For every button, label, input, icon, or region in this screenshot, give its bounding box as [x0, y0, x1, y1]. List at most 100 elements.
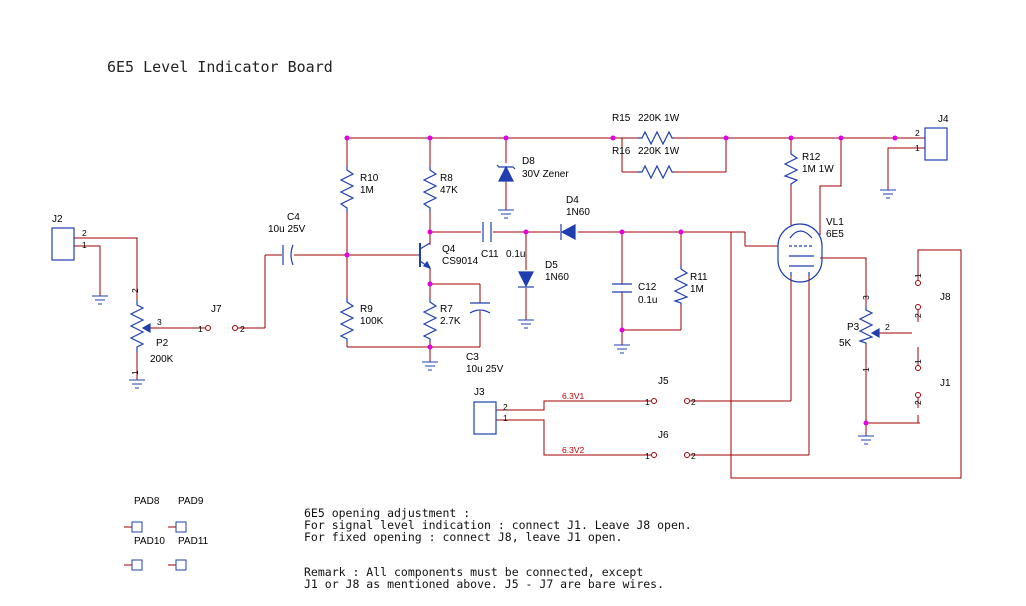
j8-ref: J8	[940, 292, 951, 303]
resistor-r9-body	[339, 298, 355, 342]
jumper-j7-pin1[interactable]	[205, 325, 211, 331]
zener-diode-d8-body	[496, 164, 516, 182]
jumper-j6-pin1[interactable]	[651, 452, 657, 458]
net-label-6v3-1: 6.3V1	[562, 391, 584, 401]
junction	[723, 135, 729, 141]
jumper-j8-pin2[interactable]	[915, 304, 921, 310]
c11-value: 0.1u	[506, 249, 525, 260]
r16-ref: R16	[612, 146, 631, 157]
jumper-j1-pin2[interactable]	[915, 392, 921, 398]
junction	[427, 135, 433, 141]
c3-ref: C3	[466, 352, 479, 363]
p3-pin2: 2	[885, 322, 890, 332]
jumper-j1-pin1[interactable]	[915, 365, 921, 371]
jumper-j7-pin2[interactable]	[232, 325, 238, 331]
net-label-6v3-2: 6.3V2	[562, 445, 584, 455]
pad8-label: PAD8	[134, 496, 160, 507]
jumper-j5-pin2[interactable]	[684, 398, 690, 404]
resistor-r7-body	[422, 298, 438, 342]
q4-value: CS9014	[442, 256, 479, 267]
j5-ref: J5	[658, 376, 669, 387]
capacitor-c4-plate	[290, 244, 294, 266]
q4-ref: Q4	[442, 244, 456, 255]
p2-ref: P2	[156, 338, 169, 349]
c3-value: 10u 25V	[466, 364, 504, 375]
d4-ref: D4	[566, 195, 579, 206]
j2-pin2: 2	[82, 228, 87, 238]
c12-ref: C12	[638, 282, 657, 293]
r12-value: 1M 1W	[802, 164, 834, 175]
connector-j4-body	[924, 127, 948, 161]
j4-pin2: 2	[915, 128, 920, 138]
pad10-label: PAD10	[134, 536, 165, 547]
ground-icon	[614, 344, 630, 354]
junction	[678, 229, 684, 235]
junction	[427, 281, 433, 287]
j2-pin1: 1	[82, 240, 87, 250]
p3-ref: P3	[847, 322, 860, 333]
r15-value: 220K 1W	[638, 113, 680, 124]
note-remark-line2: J1 or J8 as mentioned above. J5 - J7 are…	[304, 577, 665, 591]
r9-value: 100K	[360, 316, 384, 327]
ground-icon	[858, 435, 874, 445]
transistor-q4-body	[418, 242, 432, 270]
junction	[619, 229, 625, 235]
jumper-j5-pin1[interactable]	[651, 398, 657, 404]
resistor-r11-body	[673, 265, 689, 305]
resistor-r15-body	[638, 130, 674, 146]
jumper-j8-pin1[interactable]	[915, 280, 921, 286]
j3-pin2: 2	[503, 402, 508, 412]
c11-ref: C11	[481, 249, 499, 260]
j8-pin1: 1	[913, 273, 923, 278]
d8-ref: D8	[522, 156, 535, 167]
pad-icon	[131, 521, 143, 533]
d5-value: 1N60	[545, 272, 569, 283]
note-adjust-line1: For signal level indication : connect J1…	[304, 518, 692, 532]
note-remark-line1: Remark : All components must be connecte…	[304, 565, 644, 579]
j6-ref: J6	[658, 430, 669, 441]
ground-symbols	[92, 189, 896, 445]
c4-value: 10u 25V	[268, 224, 306, 235]
ground-icon	[129, 379, 145, 389]
junction	[892, 135, 898, 141]
junction	[863, 420, 869, 426]
j2-ref: J2	[52, 214, 63, 225]
p3-value: 5K	[839, 338, 852, 349]
p3-pin3: 3	[861, 295, 871, 300]
j1-pin2: 2	[913, 400, 923, 405]
connector-j3-body	[473, 401, 497, 435]
r10-value: 1M	[360, 185, 374, 196]
page-title: 6E5 Level Indicator Board	[107, 58, 333, 76]
d5-ref: D5	[545, 260, 558, 271]
p3-pin1: 1	[861, 367, 871, 372]
j8-pin2: 2	[913, 313, 923, 318]
j7-ref: J7	[211, 304, 222, 315]
r12-ref: R12	[802, 152, 821, 163]
note-adjust-line2: For fixed opening : connect J8, leave J1…	[304, 530, 623, 544]
r10-ref: R10	[360, 173, 379, 184]
junction	[427, 229, 433, 235]
resistor-r10-body	[339, 166, 355, 212]
wires	[74, 137, 962, 479]
c12-value: 0.1u	[638, 295, 657, 306]
junctions	[344, 135, 898, 426]
jumper-j6-pin2[interactable]	[684, 452, 690, 458]
c4-ref: C4	[287, 212, 300, 223]
r7-value: 2.7K	[440, 316, 461, 327]
j3-pin1: 1	[503, 413, 508, 423]
r7-ref: R7	[440, 304, 453, 315]
junction	[427, 344, 433, 350]
junction	[838, 135, 844, 141]
junction	[788, 135, 794, 141]
ground-icon	[498, 209, 514, 219]
j6-pin2: 2	[691, 451, 696, 461]
pad-icon	[131, 559, 143, 571]
potentiometer-p3-body	[858, 306, 874, 344]
ground-icon	[518, 319, 534, 329]
j5-pin2: 2	[691, 397, 696, 407]
potentiometer-p2-body	[129, 300, 145, 352]
j5-pin1: 1	[645, 397, 650, 407]
r8-ref: R8	[440, 173, 453, 184]
j7-pin1: 1	[198, 324, 203, 334]
